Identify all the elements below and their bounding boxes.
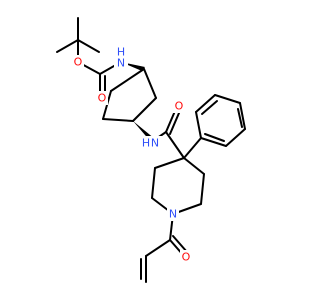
atom-nh-amide: H N [140, 136, 164, 150]
molecule-diagram: O O H N O H N N O [56, 17, 246, 283]
oxygen-label: O [182, 251, 191, 264]
atom-nh-boc: H N [114, 46, 128, 70]
label-background [173, 99, 185, 113]
bond [183, 157, 205, 175]
atom-o-amide: O [173, 99, 185, 113]
hydrogen-label: H [142, 137, 150, 150]
oxygen-label: O [74, 56, 83, 69]
label-background [72, 55, 84, 69]
label-background [114, 46, 128, 70]
bond [214, 94, 241, 104]
bond [145, 239, 171, 257]
bond [200, 137, 227, 147]
bond [151, 167, 156, 199]
atom-o-boc-ester: O [72, 55, 84, 69]
double-bond [169, 112, 180, 135]
double-bond [165, 110, 176, 133]
bond [143, 68, 157, 99]
nitrogen-label: N [169, 208, 177, 221]
bond [165, 131, 185, 159]
hydrogen-label: H [117, 46, 125, 59]
label-background [140, 136, 164, 150]
label-background [167, 207, 179, 221]
bond [239, 102, 246, 130]
bond [195, 94, 216, 113]
aromatic-inner-bond [204, 133, 225, 142]
aromatic-inner-bond [201, 100, 218, 115]
oxygen-label: O [98, 92, 107, 105]
oxygen-label: O [175, 100, 184, 113]
atom-n-piperidine: N [167, 207, 179, 221]
double-bond [172, 235, 188, 253]
bond [132, 97, 157, 122]
bond [102, 118, 134, 122]
atom-o-acryloyl: O [180, 250, 192, 264]
nitrogen-label: N [117, 57, 125, 70]
bond [183, 137, 202, 159]
bond [56, 39, 79, 53]
label-background [180, 250, 192, 264]
bond [77, 39, 100, 53]
bond [200, 173, 205, 205]
bond [110, 68, 145, 92]
label-background [96, 91, 108, 105]
bond [225, 128, 246, 147]
bond [195, 111, 202, 139]
atom-o-boc-carbonyl: O [96, 91, 108, 105]
structure-svg: O O H N O H N N O [56, 17, 246, 283]
nitrogen-label: N [151, 137, 159, 150]
aromatic-inner-bond [237, 108, 243, 128]
bond [154, 157, 185, 169]
